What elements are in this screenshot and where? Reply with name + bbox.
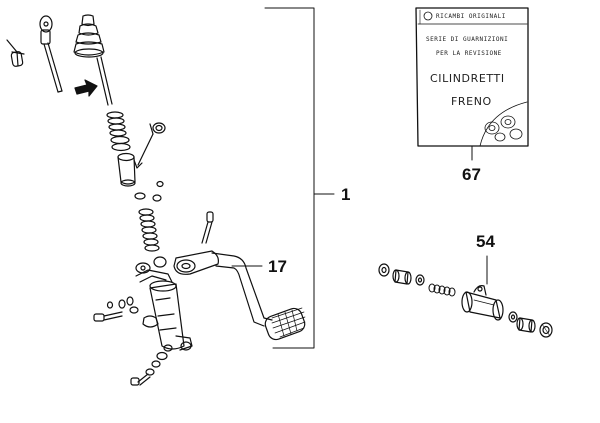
piston-cup	[117, 152, 136, 187]
package-brand: RICAMBI ORIGINALI	[436, 13, 506, 20]
brake-pedal	[173, 211, 306, 341]
lower-bolt-chain	[130, 344, 173, 386]
piston-rod	[96, 56, 113, 106]
wheel-cylinder-assembly	[378, 255, 553, 338]
package-line-1: SERIE DI GUARNIZIONI	[426, 36, 509, 43]
callout-pedal: 17	[268, 257, 287, 276]
clevis	[142, 315, 159, 328]
mounting-bolt	[93, 296, 139, 322]
direction-arrow	[74, 79, 98, 97]
callout-wheel-cylinder: 54	[476, 232, 495, 251]
callout-seal-kit: 67	[462, 165, 481, 184]
package-title-line-2: FRENO	[451, 95, 492, 108]
lower-spring	[138, 208, 160, 252]
return-spring	[106, 111, 131, 152]
pin-bolt	[6, 39, 25, 67]
package-line-2: PER LA REVISIONE	[436, 50, 502, 57]
seal-ring	[133, 122, 166, 169]
assembly-bracket	[264, 7, 315, 349]
push-rod	[39, 15, 63, 93]
washers-upper	[134, 180, 164, 202]
seal-kit-package	[415, 7, 529, 161]
package-title-line-1: CILINDRETTI	[430, 72, 505, 85]
master-cylinder-assembly	[6, 14, 193, 386]
cylinder-body	[135, 256, 193, 351]
dust-boot	[73, 14, 105, 58]
callout-assembly: 1	[341, 185, 351, 204]
